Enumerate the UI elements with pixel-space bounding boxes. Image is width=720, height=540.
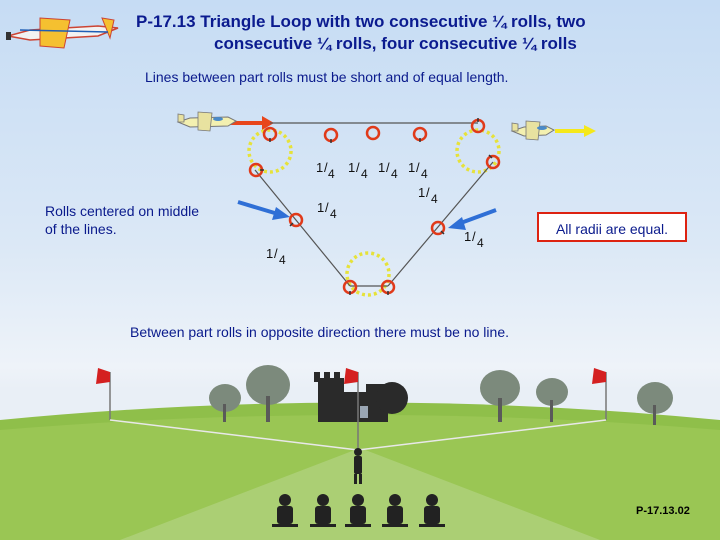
roll-marker [288, 212, 304, 228]
loop-radius [345, 251, 391, 297]
entry-arrow-head [262, 116, 274, 130]
flag-icon [344, 368, 359, 450]
viewing-area [120, 448, 600, 540]
roll-marker-tick [488, 154, 493, 159]
roll-marker [485, 154, 501, 170]
pointer-arrow-head [448, 217, 466, 230]
right-leg-line [387, 161, 494, 287]
box-line [357, 419, 607, 451]
exit-arrow-head [584, 125, 596, 137]
roll-label: 1/4 [418, 185, 438, 206]
roll-label: 1/4 [464, 229, 484, 250]
pilot-icon [354, 448, 362, 484]
pointer-arrow [237, 200, 279, 216]
roll-marker [365, 125, 381, 141]
note-radii-equal: All radii are equal. [537, 212, 687, 242]
judges-icon [272, 494, 445, 527]
roll-label: 1/4 [317, 200, 337, 221]
castle-ruin-icon [314, 372, 408, 422]
title-line-1: P-17.13 Triangle Loop with two consecuti… [136, 12, 586, 31]
figure-code: P-17.13.02 [636, 505, 690, 517]
loop-radius [455, 128, 501, 174]
note-lines-equal: Lines between part rolls must be short a… [145, 69, 509, 85]
flag-icon [592, 368, 607, 420]
note-opposite-direction: Between part rolls in opposite direction… [130, 324, 509, 340]
pointer-arrow [457, 208, 497, 226]
roll-label: 1/4 [408, 160, 428, 181]
roll-marker-tick [289, 222, 294, 227]
box-line [109, 419, 359, 451]
tree-icon [209, 365, 673, 425]
loop-radius [247, 128, 293, 174]
note-rolls-centered: Rolls centered on middle of the lines. [45, 203, 200, 237]
left-leg-line [254, 169, 351, 287]
roll-label: 1/4 [348, 160, 368, 181]
title-line-2: consecutive ¼ rolls, four consecutive ¼ … [214, 34, 577, 53]
roll-marker-tick [440, 230, 445, 235]
pointer-arrow-head [272, 207, 290, 220]
roll-marker [430, 220, 446, 236]
roll-label: 1/4 [378, 160, 398, 181]
airplane-logo-icon [6, 17, 119, 49]
airplane-icon [176, 111, 238, 132]
roll-label: 1/4 [316, 160, 335, 181]
airplane-icon [510, 120, 556, 141]
roll-label: 1/4 [266, 246, 286, 267]
flag-icon [96, 368, 111, 420]
